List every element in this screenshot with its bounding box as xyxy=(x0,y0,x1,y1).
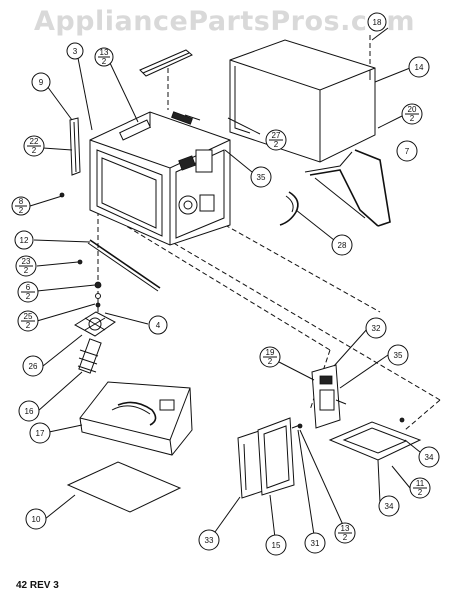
callout-34-right: 34 xyxy=(418,446,440,468)
svg-text:2: 2 xyxy=(24,266,29,275)
svg-text:31: 31 xyxy=(311,539,320,548)
callout-19: 19 2 xyxy=(259,346,281,368)
base-pan xyxy=(79,381,193,456)
svg-text:20: 20 xyxy=(408,105,417,114)
svg-text:11: 11 xyxy=(416,479,425,488)
svg-text:10: 10 xyxy=(32,515,41,524)
svg-text:2: 2 xyxy=(26,321,31,330)
watermark: AppliancePartsPros.com xyxy=(33,6,416,37)
small-hardware xyxy=(59,192,102,308)
callout-13-bottom: 13 2 xyxy=(334,522,356,544)
callout-7: 7 xyxy=(396,140,418,162)
svg-text:8: 8 xyxy=(19,197,24,206)
svg-text:13: 13 xyxy=(100,48,109,57)
svg-text:26: 26 xyxy=(29,362,38,371)
svg-text:15: 15 xyxy=(272,541,281,550)
revision-label: 42 REV 3 xyxy=(16,580,59,591)
svg-text:2: 2 xyxy=(410,114,415,123)
svg-text:18: 18 xyxy=(373,18,382,27)
svg-text:19: 19 xyxy=(266,348,275,357)
svg-text:2: 2 xyxy=(32,146,37,155)
callout-8: 8 2 xyxy=(11,196,31,216)
callout-10: 10 xyxy=(25,508,47,530)
callout-4: 4 xyxy=(148,315,168,335)
outer-cabinet xyxy=(229,39,376,163)
main-chassis xyxy=(89,111,231,246)
callout-35-lower: 35 xyxy=(387,344,409,366)
svg-text:4: 4 xyxy=(156,321,161,330)
svg-text:22: 22 xyxy=(30,137,39,146)
callout-22: 22 2 xyxy=(23,135,45,157)
cabinet-base-rail xyxy=(304,149,391,227)
svg-text:7: 7 xyxy=(405,147,410,156)
callout-28: 28 xyxy=(331,234,353,256)
callout-31: 31 xyxy=(304,532,326,554)
svg-text:25: 25 xyxy=(24,312,33,321)
callout-26: 26 xyxy=(22,355,44,377)
svg-text:16: 16 xyxy=(25,407,34,416)
callout-12: 12 xyxy=(14,230,34,250)
callout-17: 17 xyxy=(29,422,51,444)
callout-13-top: 13 2 xyxy=(94,47,114,67)
turntable-rod xyxy=(87,239,161,292)
top-trim-strip xyxy=(139,49,193,77)
svg-text:28: 28 xyxy=(338,241,347,250)
svg-text:33: 33 xyxy=(205,536,214,545)
callout-27: 27 2 xyxy=(265,129,287,151)
svg-text:2: 2 xyxy=(102,57,107,66)
svg-text:3: 3 xyxy=(73,47,78,56)
callout-6: 6 2 xyxy=(17,281,39,303)
svg-text:2: 2 xyxy=(274,140,279,149)
callout-3: 3 xyxy=(66,42,84,60)
handle-bracket xyxy=(279,191,299,226)
svg-text:2: 2 xyxy=(19,206,24,215)
side-bracket xyxy=(69,117,81,176)
svg-text:34: 34 xyxy=(385,502,394,511)
callout-11: 11 2 xyxy=(409,477,431,499)
svg-text:2: 2 xyxy=(268,357,273,366)
svg-text:32: 32 xyxy=(372,324,381,333)
svg-text:35: 35 xyxy=(394,351,403,360)
callout-14: 14 xyxy=(408,56,430,78)
door-panel-inner xyxy=(257,417,303,496)
callout-23: 23 2 xyxy=(15,255,37,277)
callout-25: 25 2 xyxy=(17,310,39,332)
svg-text:2: 2 xyxy=(26,292,31,301)
callout-20: 20 2 xyxy=(401,103,423,125)
svg-text:6: 6 xyxy=(26,283,31,292)
leader-lines xyxy=(29,27,421,539)
svg-text:12: 12 xyxy=(20,236,29,245)
callout-35-upper: 35 xyxy=(250,166,272,188)
callout-34-lower: 34 xyxy=(378,495,400,517)
callout-15: 15 xyxy=(265,534,287,556)
callout-32: 32 xyxy=(365,317,387,339)
svg-text:13: 13 xyxy=(341,524,350,533)
svg-text:2: 2 xyxy=(418,488,423,497)
callout-18: 18 xyxy=(367,12,387,32)
drive-shaft xyxy=(77,338,102,374)
turntable-coupler xyxy=(74,311,116,337)
callout-9: 9 xyxy=(31,72,51,92)
svg-text:23: 23 xyxy=(22,257,31,266)
dashed-alignment-lines xyxy=(97,35,441,431)
svg-text:17: 17 xyxy=(36,429,45,438)
control-board xyxy=(328,417,422,461)
svg-text:35: 35 xyxy=(257,173,266,182)
callout-33: 33 xyxy=(198,529,220,551)
svg-text:2: 2 xyxy=(343,533,348,542)
bottom-plate xyxy=(66,461,182,513)
svg-text:14: 14 xyxy=(415,63,424,72)
svg-text:9: 9 xyxy=(39,78,44,87)
callout-16: 16 xyxy=(18,400,40,422)
control-bracket xyxy=(311,364,347,429)
svg-text:34: 34 xyxy=(425,453,434,462)
svg-text:27: 27 xyxy=(272,131,281,140)
